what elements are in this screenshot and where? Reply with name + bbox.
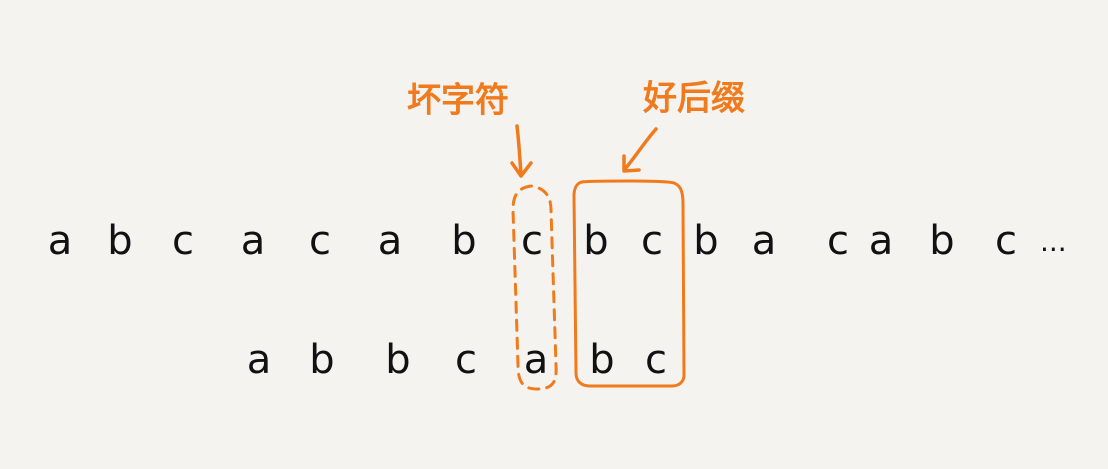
main-char-14: a	[869, 218, 894, 264]
pattern-char-1: a	[247, 337, 272, 383]
main-char-1: a	[48, 218, 73, 264]
main-char-10: c	[641, 218, 663, 264]
continuation-ellipsis: ...	[1040, 225, 1067, 258]
good-suffix-label: 好后缀	[642, 79, 745, 119]
main-string: a b c a c a b c b c b a c a b c ...	[48, 218, 1067, 264]
pattern-char-7: c	[645, 337, 667, 383]
bad-char-label: 坏字符	[407, 81, 509, 121]
main-char-2: b	[107, 218, 132, 264]
main-char-15: b	[929, 218, 954, 264]
pattern-char-2: b	[309, 337, 334, 383]
main-char-8: c	[521, 218, 543, 264]
main-char-13: c	[827, 218, 849, 264]
pattern-char-3: b	[385, 337, 410, 383]
bad-char-arrow-head	[510, 161, 533, 178]
bad-char-arrow-line	[515, 124, 523, 177]
good-suffix-highlight	[572, 179, 686, 388]
main-char-5: c	[309, 218, 331, 264]
pattern-char-4: c	[455, 337, 477, 383]
main-char-7: b	[451, 218, 476, 264]
main-char-4: a	[241, 218, 266, 264]
main-char-12: a	[752, 218, 777, 264]
bad-char-highlight	[511, 184, 558, 391]
bad-char-arrow	[510, 124, 533, 178]
main-char-9: b	[583, 218, 608, 264]
main-char-11: b	[693, 218, 718, 264]
good-suffix-arrow	[622, 127, 658, 173]
main-char-6: a	[378, 218, 403, 264]
pattern-char-5: a	[524, 337, 549, 383]
main-char-16: c	[995, 218, 1017, 264]
good-suffix-arrow-line	[623, 127, 658, 171]
pattern-string: a b b c a b c	[247, 337, 667, 383]
pattern-char-6: b	[589, 337, 614, 383]
main-char-3: c	[172, 218, 194, 264]
good-suffix-arrow-head	[622, 154, 641, 173]
